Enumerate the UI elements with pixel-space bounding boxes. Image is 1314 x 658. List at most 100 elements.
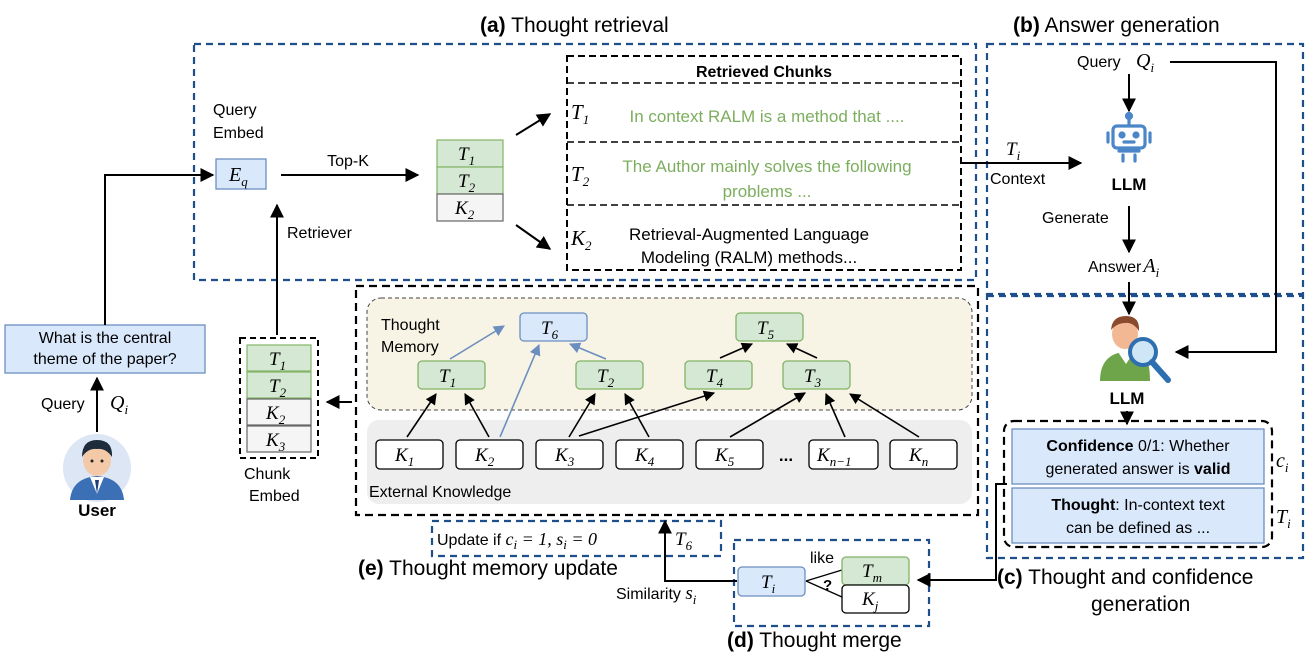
merge-question: ? xyxy=(823,577,832,594)
chunk-embed-item xyxy=(246,425,312,453)
chunk-3-text-line2: Modeling (RALM) methods... xyxy=(641,248,857,267)
chunk-embed-item xyxy=(246,344,312,372)
chunk-embed-label-2: Embed xyxy=(249,488,300,505)
memory-item xyxy=(575,360,644,390)
similarity-label: Similarity si xyxy=(616,583,697,607)
chunk-2-text-line2: problems ... xyxy=(723,182,812,201)
thought-box xyxy=(1011,487,1265,544)
user-query-line1: What is the central xyxy=(39,330,172,347)
thought-to-merge-arrow xyxy=(916,483,1007,587)
knowledge-item xyxy=(615,439,684,470)
chunk-1-text: In context RALM is a method that .... xyxy=(630,107,905,126)
retrieved-chunks: Retrieved Chunks T1 In context RALM is a… xyxy=(566,55,962,271)
confidence-output-frame xyxy=(1002,419,1274,549)
stack-to-chunks-arrow-bottom xyxy=(515,224,552,250)
chunk-2-text-line1: The Author mainly solves the following xyxy=(622,157,911,176)
knowledge-item xyxy=(889,439,958,470)
knowledge-item xyxy=(808,439,879,470)
topk-item-label: T1 xyxy=(458,144,475,168)
section-e-update-box xyxy=(430,519,723,558)
memory-graph-edges xyxy=(406,342,920,438)
gen-query-symbol: Qi xyxy=(1136,50,1154,75)
memory-new-edges xyxy=(449,325,607,438)
memory-item xyxy=(417,360,486,390)
memory-t6-label: T6 xyxy=(541,318,559,342)
topk-stack: T1 T2 K2 xyxy=(436,139,504,222)
update-t6-symbol: T6 xyxy=(675,529,693,553)
chunk-3-symbol: K2 xyxy=(570,226,592,253)
chunk-embed-label-1: Chunk xyxy=(244,466,291,483)
memory-item-label: T2 xyxy=(597,366,615,390)
query-embed-label-1: Query xyxy=(213,102,257,119)
knowledge-item-label: K3 xyxy=(554,445,575,469)
user-query-box xyxy=(4,324,206,374)
knowledge-row: K1 K2 K3 K4 K5 ... Kn−1 Kn xyxy=(375,439,958,470)
generate-label: Generate xyxy=(1042,210,1109,227)
knowledge-item-label: Kn−1 xyxy=(816,445,851,469)
thought-line2: can be defined as ... xyxy=(1066,520,1210,537)
memory-item-label: T1 xyxy=(439,366,456,390)
chunk-embed-item-label: T1 xyxy=(269,349,286,373)
robot-icon xyxy=(1106,111,1152,163)
memory-row: T1 T2 T4 T3 xyxy=(417,360,851,390)
context-label: Context xyxy=(990,171,1046,188)
update-condition: Update if ci = 1, si = 0 xyxy=(437,529,597,552)
user-avatar-icon xyxy=(63,434,131,502)
retriever-label: Retriever xyxy=(287,225,353,242)
query-to-judge-arrow xyxy=(1170,61,1277,359)
user-query-line2: theme of the paper? xyxy=(33,351,176,368)
chunk-3-text-line1: Retrieval-Augmented Language xyxy=(629,225,869,244)
user-name: User xyxy=(78,501,116,520)
confidence-line1: Confidence 0/1: Whether xyxy=(1046,438,1230,455)
thought-line1: Thought: In-context text xyxy=(1051,497,1225,514)
chunks-title: Retrieved Chunks xyxy=(696,64,832,81)
chunk-embed-item-label: K2 xyxy=(265,403,286,427)
topk-item-label: T2 xyxy=(458,171,476,195)
confidence-box xyxy=(1011,428,1265,485)
merge-ti-box xyxy=(737,566,806,597)
section-b-frame xyxy=(985,42,1305,296)
chunk-embed-item-label: K3 xyxy=(265,430,286,454)
memory-t5 xyxy=(735,312,804,342)
memory-t6 xyxy=(519,312,588,342)
gen-llm-label: LLM xyxy=(1112,175,1147,194)
user-query-symbol: Qi xyxy=(110,392,128,417)
section-d-frame xyxy=(732,538,931,628)
merge-to-memory-arrow xyxy=(658,519,737,582)
knowledge-item-label: K5 xyxy=(714,445,735,469)
memory-item xyxy=(782,360,851,390)
merge-kj-box xyxy=(841,584,910,614)
section-c-title-line2: generation xyxy=(1091,593,1190,616)
knowledge-ellipsis: ... xyxy=(779,446,793,465)
topk-item xyxy=(436,193,504,222)
knowledge-item-label: Kn xyxy=(908,445,928,469)
user-query-label: Query xyxy=(41,396,85,413)
merge-kj-label: Kj xyxy=(861,589,879,613)
knowledge-item-label: K1 xyxy=(394,445,414,469)
section-d-title: (d) Thought merge xyxy=(727,629,902,652)
confidence-line2: generated answer is valid xyxy=(1045,461,1230,478)
chunk-embed-frame xyxy=(239,337,319,459)
memory-t5-label: T5 xyxy=(757,318,775,342)
topk-item xyxy=(436,166,504,195)
llm-judge-icon xyxy=(1100,316,1171,383)
merge-branch-line xyxy=(805,569,843,598)
context-symbol: Ti xyxy=(1006,139,1021,163)
chunk-embed-item xyxy=(246,371,312,399)
eq-box xyxy=(215,158,267,190)
thought-symbol: Ti xyxy=(1276,506,1291,531)
chunk-embed-item xyxy=(246,398,312,426)
memory-label-1: Thought xyxy=(381,317,440,334)
knowledge-item xyxy=(695,439,764,470)
query-embed-label-2: Embed xyxy=(213,125,264,142)
section-e-title: (e) Thought memory update xyxy=(358,557,618,580)
topk-item-label: K2 xyxy=(454,198,475,222)
memory-item xyxy=(684,360,753,390)
eq-symbol: Eq xyxy=(228,164,248,189)
memory-item-label: T3 xyxy=(804,366,822,390)
memory-knowledge-frame xyxy=(354,284,980,517)
section-c-frame xyxy=(985,294,1305,560)
gen-query-label: Query xyxy=(1077,54,1121,71)
